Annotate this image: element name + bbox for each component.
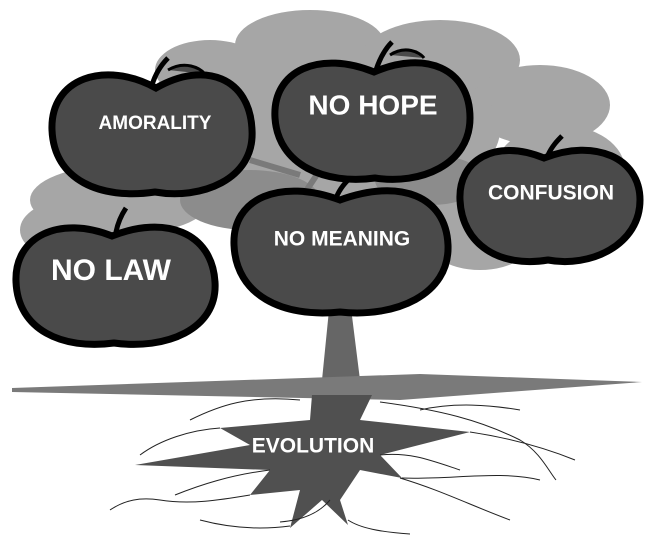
root-label-evolution: EVOLUTION [252,435,375,458]
fruit-label-amorality: AMORALITY [99,113,212,134]
fruit-no-meaning: NO MEANING [230,176,452,317]
tree-roots [109,395,576,535]
fruit-label-no-meaning: NO MEANING [274,228,411,251]
ground-plane [12,374,642,400]
fruit-label-no-hope: NO HOPE [308,89,437,120]
fruit-amorality: AMORALITY [48,56,256,198]
fruit-no-hope: NO HOPE [271,40,474,183]
fruit-no-law: NO LAW [12,206,219,348]
fruit-label-no-law: NO LAW [51,254,172,287]
fruit-label-confusion: CONFUSION [488,182,614,205]
fruit-confusion: CONFUSION [456,134,644,265]
tree-trunk [322,300,360,380]
